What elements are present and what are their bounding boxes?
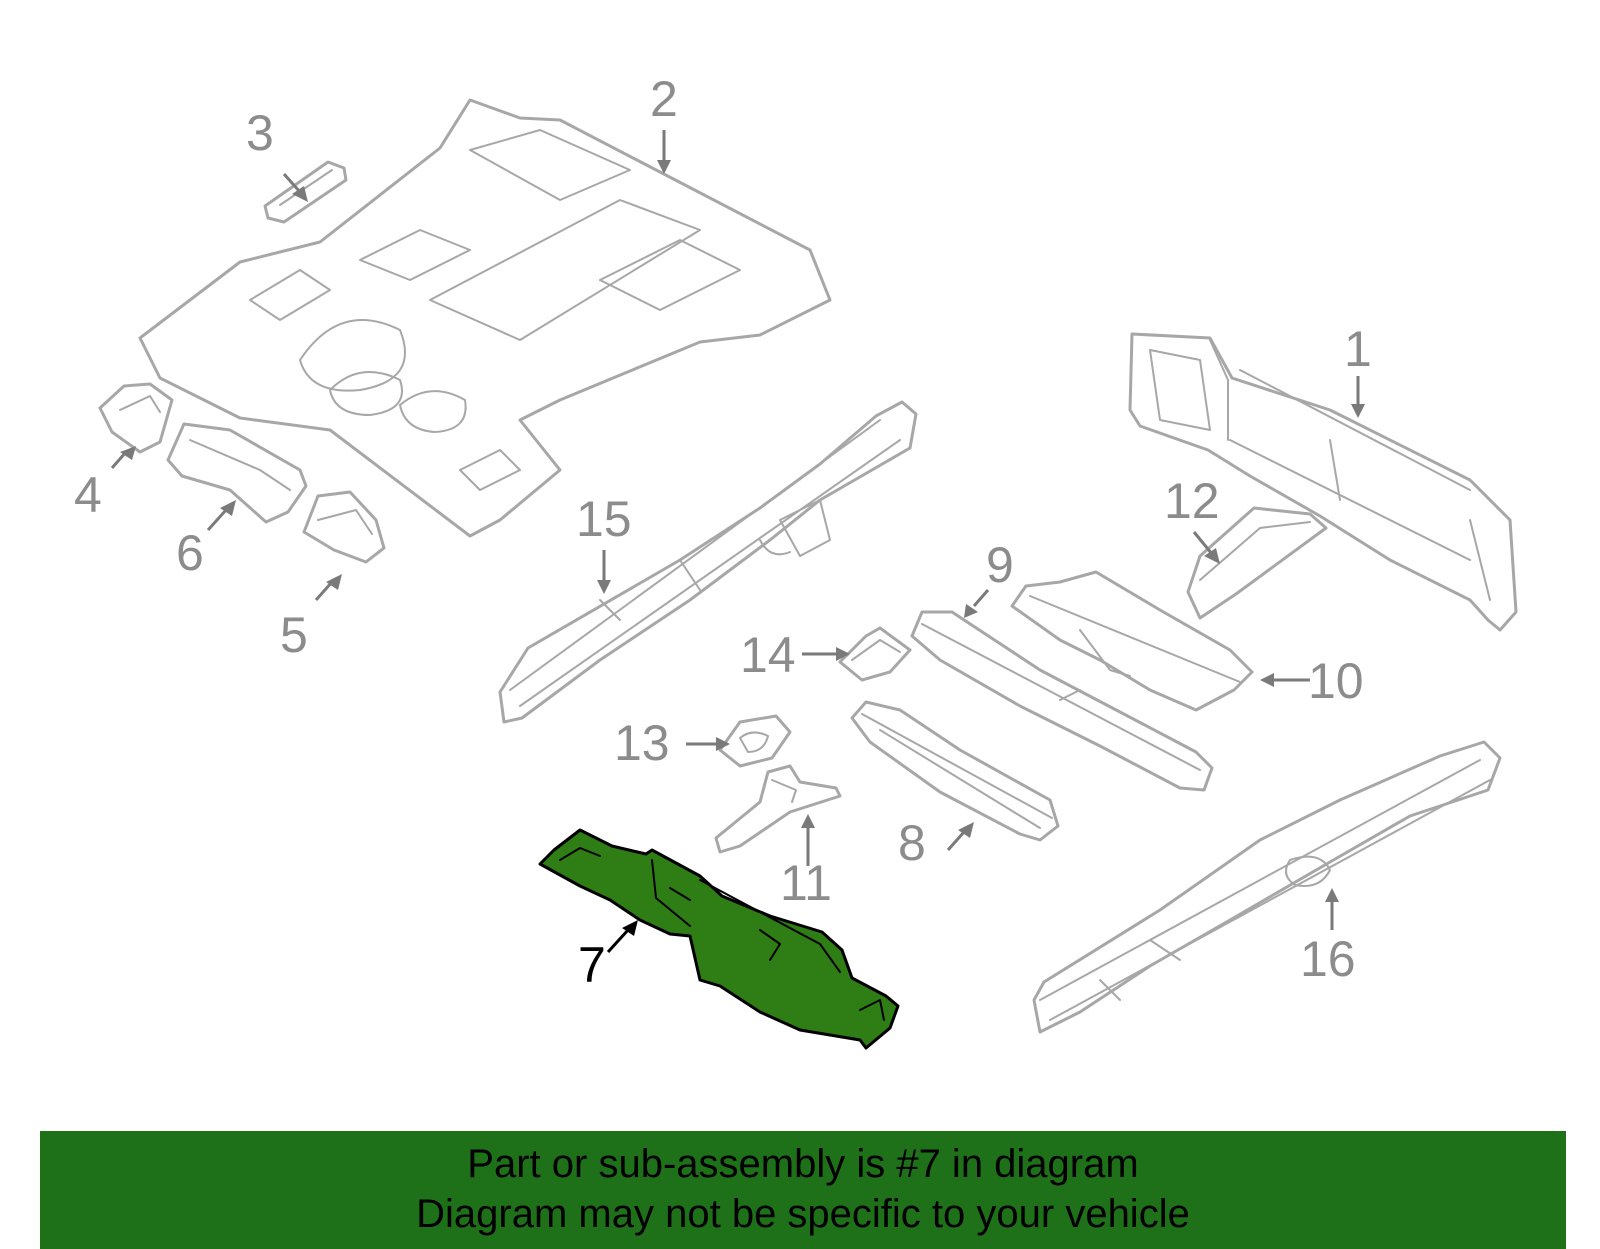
callout-14: 14: [740, 627, 796, 683]
part-10-crossmember: [1010, 570, 1254, 712]
callout-2: 2: [650, 71, 678, 127]
callout-numbers: 1 2 3 4 5 6 7 8 9 10 11 12 13 14 15 16: [74, 71, 1372, 993]
banner-line-disclaimer: Diagram may not be specific to your vehi…: [416, 1192, 1190, 1236]
callout-4: 4: [74, 467, 102, 523]
callout-7: 7: [578, 937, 606, 993]
callout-8: 8: [898, 815, 926, 871]
part-16-side-rail: [1032, 740, 1502, 1034]
part-1-rear-panel: [1128, 332, 1518, 632]
part-9-crossmember: [910, 610, 1214, 792]
part-13-plate: [718, 714, 792, 768]
callout-10: 10: [1308, 653, 1364, 709]
part-6-reinforcement: [166, 422, 308, 524]
callout-11: 11: [780, 855, 832, 911]
callout-13: 13: [614, 715, 670, 771]
part-5-bracket: [302, 490, 386, 564]
callout-5: 5: [280, 607, 308, 663]
part-15-side-rail: [498, 400, 918, 724]
info-banner: Part or sub-assembly is #7 in diagram Di…: [40, 1131, 1566, 1249]
part-4-bracket: [98, 382, 174, 454]
part-14-bracket: [838, 626, 912, 682]
callout-arrows: [110, 130, 1365, 954]
callout-6: 6: [176, 525, 204, 581]
callout-3: 3: [246, 105, 274, 161]
part-2-rear-floor-pan: [138, 98, 832, 538]
callout-1: 1: [1344, 321, 1372, 377]
banner-line-part-info: Part or sub-assembly is #7 in diagram: [467, 1142, 1139, 1186]
part-7-highlighted-crossmember: [538, 828, 900, 1050]
callout-9: 9: [986, 537, 1014, 593]
callout-15: 15: [576, 491, 632, 547]
callout-16: 16: [1300, 931, 1356, 987]
part-11-bracket: [714, 764, 842, 854]
part-8-crossmember: [850, 700, 1060, 842]
callout-12: 12: [1164, 473, 1220, 529]
